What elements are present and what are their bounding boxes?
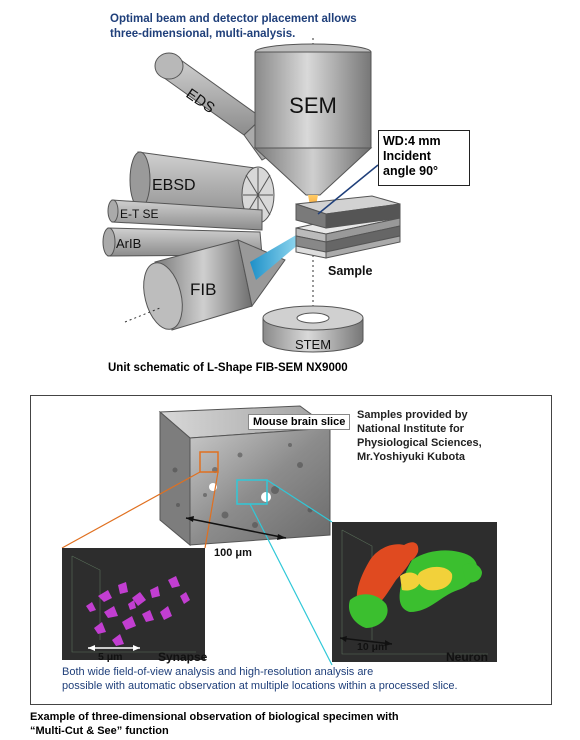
sample-provider: Samples provided by National Institute f… — [357, 408, 482, 464]
top-caption-line2: three-dimensional, multi-analysis. — [110, 28, 296, 40]
sample-stack — [295, 195, 401, 259]
wd-line2: Incident — [383, 149, 431, 163]
sample-label: Sample — [328, 264, 373, 278]
scale-100-label: 100 μm — [214, 547, 252, 559]
fib-sem-schematic: EDS EBSD E-T SE ArIB FIB — [102, 38, 401, 353]
neuron-connector — [266, 479, 333, 523]
wd-pointer — [317, 164, 379, 215]
bottom-caption: Example of three-dimensional observation… — [30, 710, 399, 738]
neuron-label: Neuron — [446, 650, 488, 664]
scale-5-label: 5 μm — [98, 651, 123, 663]
stem-label: STEM — [295, 337, 331, 352]
note-line1: Both wide field-of-view analysis and hig… — [62, 666, 374, 678]
mouse-brain-label: Mouse brain slice — [248, 414, 351, 430]
neuron-panel — [332, 522, 497, 662]
sem-label: SEM — [289, 93, 337, 118]
wd-callout: WD:4 mm Incident angle 90° — [378, 130, 470, 186]
top-caption-line1: Optimal beam and detector placement allo… — [110, 13, 357, 25]
synapse-connector — [61, 471, 201, 549]
mouse-brain-block — [158, 405, 332, 547]
sem-column: SEM — [253, 43, 373, 196]
et-se-label: E-T SE — [120, 207, 158, 221]
wd-line3: angle 90° — [383, 164, 439, 178]
provider-line1: Samples provided by — [357, 409, 468, 421]
analysis-note: Both wide field-of-view analysis and hig… — [62, 665, 532, 693]
scale-10-label: 10 μm — [357, 641, 387, 653]
bottom-caption-line2: “Multi-Cut & See” function — [30, 725, 169, 737]
bottom-caption-line1: Example of three-dimensional observation… — [30, 711, 399, 723]
fib-label: FIB — [190, 280, 216, 299]
provider-line3: Physiological Sciences, — [357, 437, 482, 449]
neuron-roi — [236, 479, 268, 505]
arib-label: ArIB — [116, 236, 141, 251]
synapse-label: Synapse — [158, 650, 208, 664]
top-caption: Optimal beam and detector placement allo… — [110, 12, 357, 42]
fib-axis — [124, 307, 161, 323]
provider-line2: National Institute for — [357, 423, 464, 435]
ebsd-label: EBSD — [152, 177, 196, 194]
unit-caption: Unit schematic of L-Shape FIB-SEM NX9000 — [108, 362, 348, 374]
scale-10-line — [339, 637, 393, 645]
example-panel — [30, 395, 552, 705]
provider-line4: Mr.Yoshiyuki Kubota — [357, 451, 465, 463]
note-line2: possible with automatic observation at m… — [62, 680, 458, 692]
synapse-panel — [62, 548, 205, 660]
synapse-roi — [199, 451, 219, 473]
wd-line1: WD:4 mm — [383, 134, 441, 148]
stem-detector: STEM — [262, 305, 364, 353]
scale-100-line — [185, 517, 287, 539]
et-se-detector: E-T SE — [107, 199, 263, 231]
